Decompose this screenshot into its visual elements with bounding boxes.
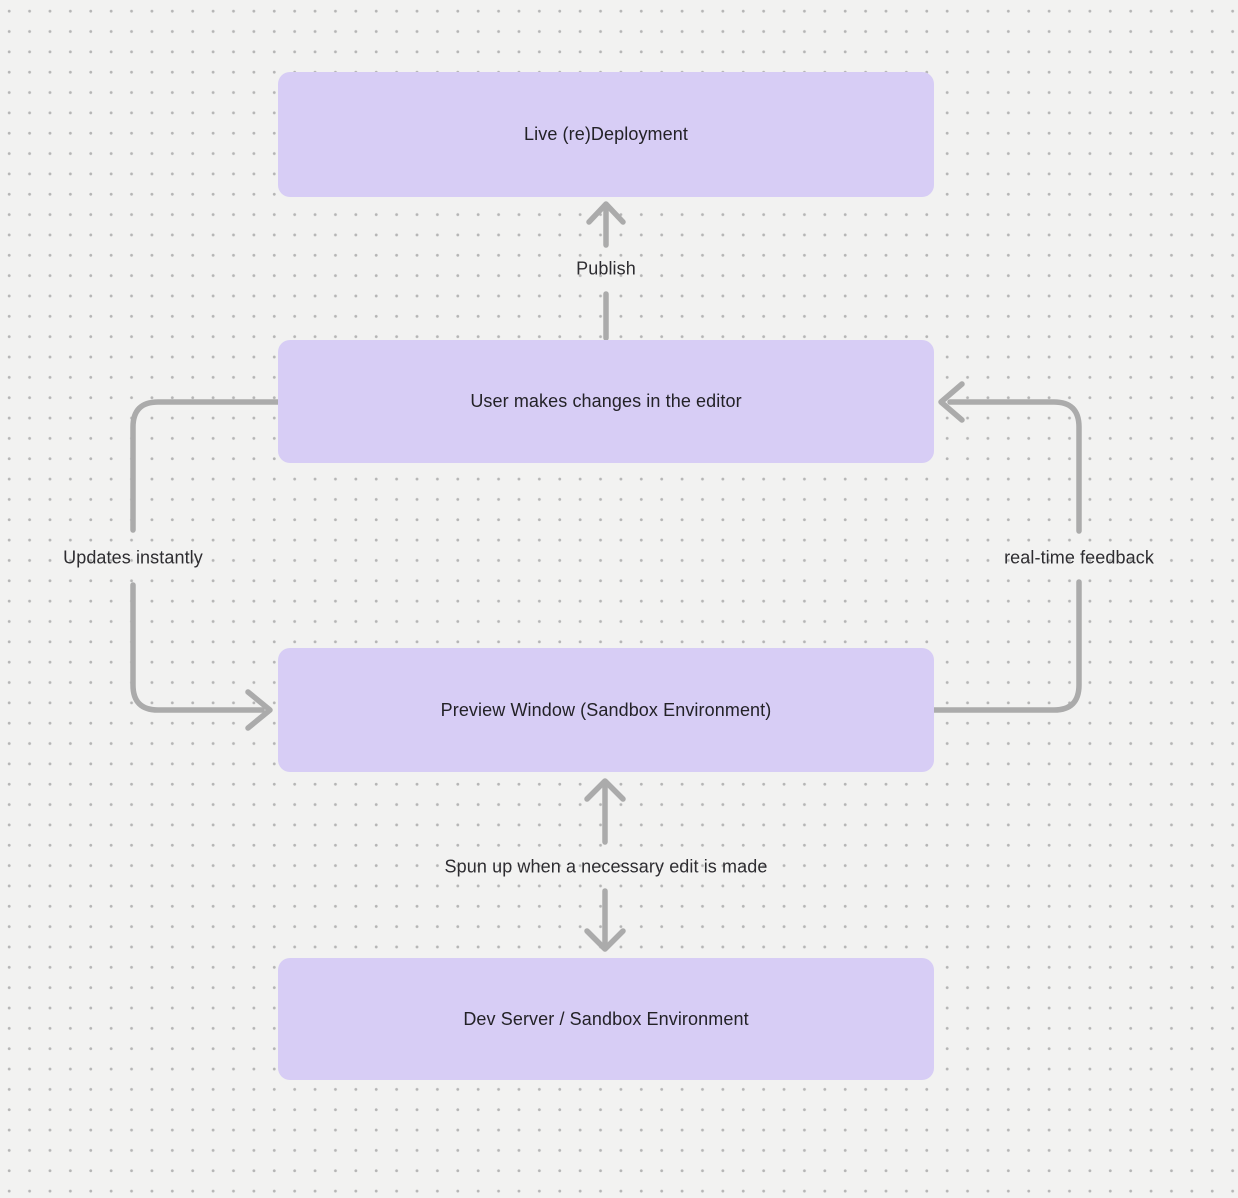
node-live-deployment[interactable]: Live (re)Deployment bbox=[278, 72, 934, 197]
node-preview-window-label: Preview Window (Sandbox Environment) bbox=[440, 699, 772, 720]
node-preview-window[interactable]: Preview Window (Sandbox Environment) bbox=[278, 648, 934, 772]
edge-label-updates-instantly: Updates instantly bbox=[63, 547, 203, 568]
feedback-arrow-upper-segment bbox=[947, 399, 1082, 534]
node-dev-server[interactable]: Dev Server / Sandbox Environment bbox=[278, 958, 934, 1080]
updates-arrow-lower-segment bbox=[130, 582, 265, 713]
arrowhead-right-icon bbox=[245, 689, 273, 731]
feedback-arrow-lower-segment bbox=[931, 579, 1082, 713]
arrowhead-down-icon bbox=[584, 928, 626, 952]
updates-arrow-upper-segment bbox=[130, 399, 281, 533]
edge-label-spun-up: Spun up when a necessary edit is made bbox=[444, 856, 768, 877]
arrowhead-up-icon bbox=[584, 778, 626, 802]
arrowhead-up-icon bbox=[586, 201, 626, 225]
node-dev-server-label: Dev Server / Sandbox Environment bbox=[463, 1008, 749, 1029]
spun-up-arrow bbox=[584, 778, 626, 952]
arrowhead-left-icon bbox=[938, 381, 965, 423]
node-live-deployment-label: Live (re)Deployment bbox=[524, 124, 688, 144]
node-user-editor[interactable]: User makes changes in the editor bbox=[278, 340, 934, 463]
real-time-feedback-arrow bbox=[931, 381, 1082, 713]
publish-arrow bbox=[586, 201, 626, 341]
edge-label-real-time-feedback: real-time feedback bbox=[1004, 547, 1154, 568]
edge-label-publish: Publish bbox=[576, 258, 636, 279]
updates-instantly-arrow bbox=[130, 399, 281, 731]
node-user-editor-label: User makes changes in the editor bbox=[470, 391, 742, 411]
